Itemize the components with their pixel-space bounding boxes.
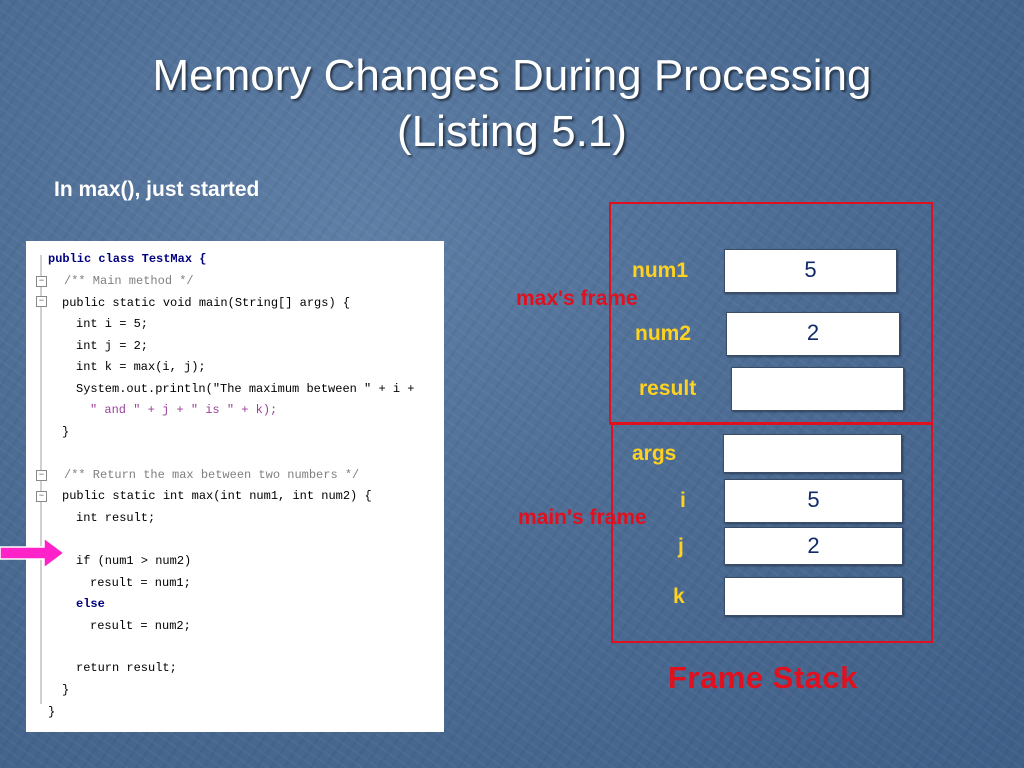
fold-toggle-icon[interactable]: − — [36, 296, 47, 307]
k-value-cell — [724, 577, 903, 616]
code-line: /** Main method */ — [64, 274, 194, 288]
num1-label: num1 — [632, 259, 689, 282]
args-label: args — [632, 442, 677, 465]
num2-value-cell: 2 — [726, 312, 900, 356]
j-label: j — [678, 535, 684, 558]
code-line: } — [62, 683, 70, 697]
fold-toggle-icon[interactable]: − — [36, 470, 47, 481]
title-line-2: (Listing 5.1) — [397, 107, 627, 156]
num2-label: num2 — [635, 322, 692, 345]
code-line: int k = max(i, j); — [76, 360, 206, 374]
num1-value-cell: 5 — [724, 249, 897, 293]
max-frame-box — [609, 202, 933, 425]
j-value-cell: 2 — [724, 527, 903, 565]
result-value-cell — [731, 367, 904, 411]
slide-title: Memory Changes During Processing (Listin… — [0, 48, 1024, 160]
current-code-line: if (num1 > num2) — [76, 554, 192, 568]
main-frame-label: main's frame — [518, 506, 647, 529]
args-value-cell — [723, 434, 902, 473]
code-line: } — [48, 705, 56, 719]
code-line: } — [62, 425, 70, 439]
code-line: public static void main(String[] args) { — [62, 296, 351, 310]
code-line: public static int max(int num1, int num2… — [62, 489, 372, 503]
fold-toggle-icon[interactable]: − — [36, 491, 47, 502]
code-line: " and " + j + " is " + k); — [90, 403, 278, 417]
code-line: System.out.println("The maximum between … — [76, 382, 415, 396]
code-line: int result; — [76, 511, 156, 525]
current-line-arrow-icon — [0, 538, 66, 568]
fold-toggle-icon[interactable]: − — [36, 276, 47, 287]
code-line: /** Return the max between two numbers *… — [64, 468, 360, 482]
code-line: public class TestMax { — [48, 252, 207, 266]
max-frame-label: max's frame — [516, 287, 638, 310]
code-line: result = num1; — [90, 576, 191, 590]
code-line: result = num2; — [90, 619, 191, 633]
main-frame-box — [611, 422, 933, 643]
title-line-1: Memory Changes During Processing — [152, 51, 872, 100]
k-label: k — [673, 585, 685, 608]
i-value-cell: 5 — [724, 479, 903, 523]
frame-stack-label: Frame Stack — [668, 660, 858, 695]
slide-subtitle: In max(), just started — [54, 178, 260, 201]
code-line: int j = 2; — [76, 339, 149, 353]
code-line: int i = 5; — [76, 317, 149, 331]
code-line: return result; — [76, 661, 177, 675]
code-listing-panel: − − − − public class TestMax { /** Main … — [26, 241, 444, 732]
result-label: result — [639, 377, 697, 400]
i-label: i — [680, 489, 686, 512]
code-line: else — [76, 597, 105, 611]
